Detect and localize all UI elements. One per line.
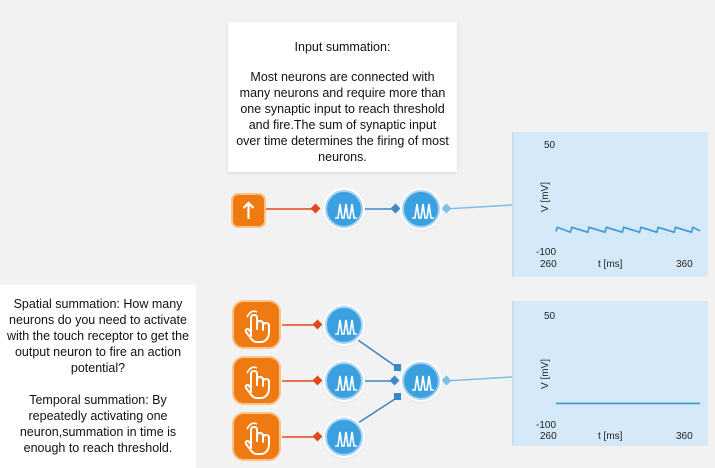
spatial-summation-text: Spatial summation: How many neurons do y…	[6, 297, 190, 375]
x-start-label: 260	[540, 259, 557, 270]
x-axis-label: t [ms]	[598, 259, 623, 270]
input-neuron[interactable]	[325, 190, 363, 228]
voltage-trace-2	[556, 402, 700, 405]
spike-train-icon	[335, 431, 357, 447]
up-arrow-icon	[242, 201, 255, 219]
touch-hand-icon	[244, 366, 270, 399]
spike-train-icon	[335, 203, 357, 219]
input-summation-text: Most neurons are connected with many neu…	[236, 70, 449, 164]
spike-train-icon	[412, 375, 434, 391]
wire-neuron1-to-output	[357, 339, 399, 369]
y-max-label: 50	[544, 311, 556, 322]
membrane-potential-line-1	[555, 226, 701, 234]
sensory-neuron-2[interactable]	[325, 362, 363, 400]
y-min-label: -100	[536, 420, 557, 431]
voltage-plot-1[interactable]: 50 -100 V [mV] 260 t [ms] 360	[512, 132, 708, 277]
touch-receptor-1[interactable]	[232, 300, 281, 349]
sensory-neuron-1[interactable]	[325, 306, 363, 344]
summation-instructions-panel: Spatial summation: How many neurons do y…	[0, 285, 196, 468]
output-neuron[interactable]	[402, 190, 440, 228]
synapse-markers	[310, 203, 452, 442]
x-axis-label: t [ms]	[598, 431, 623, 442]
touch-receptor-3[interactable]	[232, 412, 281, 461]
wire-output-to-plot1	[444, 204, 513, 210]
x-start-label: 260	[540, 431, 557, 442]
wire-output-to-plot2	[444, 376, 513, 382]
x-end-label: 360	[676, 259, 693, 270]
touch-hand-icon	[244, 422, 270, 455]
y-min-label: -100	[536, 247, 557, 258]
stimulus-button[interactable]	[231, 193, 266, 228]
x-end-label: 360	[676, 431, 693, 442]
sensory-neuron-3[interactable]	[325, 418, 363, 456]
temporal-summation-text: Temporal summation: By repeatedly activa…	[19, 393, 177, 455]
touch-receptor-2[interactable]	[232, 356, 281, 405]
input-summation-title: Input summation:	[294, 40, 391, 54]
summation-output-neuron[interactable]	[402, 362, 440, 400]
voltage-plot-2[interactable]: 50 -100 V [mV] 260 t [ms] 360	[512, 301, 708, 446]
spike-train-icon	[412, 203, 434, 219]
spike-train-icon	[335, 319, 357, 335]
wire-neuron3-to-output	[357, 396, 399, 424]
y-max-label: 50	[544, 140, 556, 151]
voltage-trace-1	[555, 226, 701, 234]
spike-train-icon	[335, 375, 357, 391]
touch-hand-icon	[244, 310, 270, 343]
input-summation-card: Input summation: Most neurons are connec…	[228, 22, 457, 172]
